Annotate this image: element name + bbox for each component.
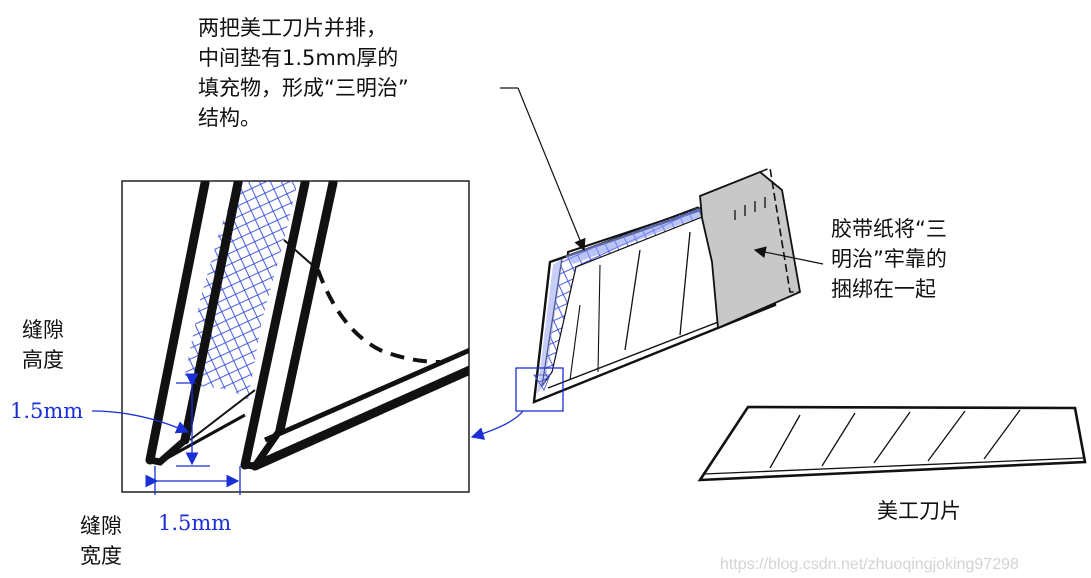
gap-height-dimension [91,373,210,467]
right-callout: 胶带纸将“三 明治”牢靠的 捆绑在一起 [831,214,947,304]
top-callout-line: 中间垫有1.5mm厚的 [198,46,399,70]
right-callout-line: 明治”牢靠的 [831,247,947,271]
gap-width-line: 缝隙 [80,514,122,538]
hidden-edge-dashed [316,269,441,364]
gap-height-line: 缝隙 [22,318,64,342]
single-blade [697,405,1087,482]
right-blade-outer [240,181,310,470]
right-callout-leader [753,246,824,265]
top-callout: 两把美工刀片并排， 中间垫有1.5mm厚的 填充物，形成“三明治” 结构。 [198,13,409,133]
blade-caption: 美工刀片 [877,499,961,523]
top-callout-line: 两把美工刀片并排， [198,16,387,40]
zoom-indicator-box [515,367,564,412]
right-callout-line: 捆绑在一起 [831,277,936,301]
gap-height-line: 高度 [22,348,64,372]
filler-hatch [185,181,298,400]
gap-width-value: 1.5mm [158,511,232,535]
tape-wrap [699,170,802,330]
gap-width-label: 缝隙 宽度 [80,511,122,571]
zoom-arrow [470,410,524,440]
top-callout-line: 结构。 [198,106,261,130]
left-blade-outer [145,181,210,465]
gap-height-value: 1.5mm [10,399,84,423]
gap-width-dimension [145,466,241,495]
sandwich-assembly [470,166,802,440]
top-callout-leader [517,87,586,252]
right-blade-inner [275,181,338,435]
watermark: https://blog.csdn.net/zhuoqingjoking9729… [720,556,1019,573]
right-callout-line: 胶带纸将“三 [831,217,947,241]
gap-height-label: 缝隙 高度 [22,315,64,375]
zoom-detail [91,180,470,495]
gap-width-line: 宽度 [80,544,122,568]
top-callout-line: 填充物，形成“三明治” [198,76,409,100]
